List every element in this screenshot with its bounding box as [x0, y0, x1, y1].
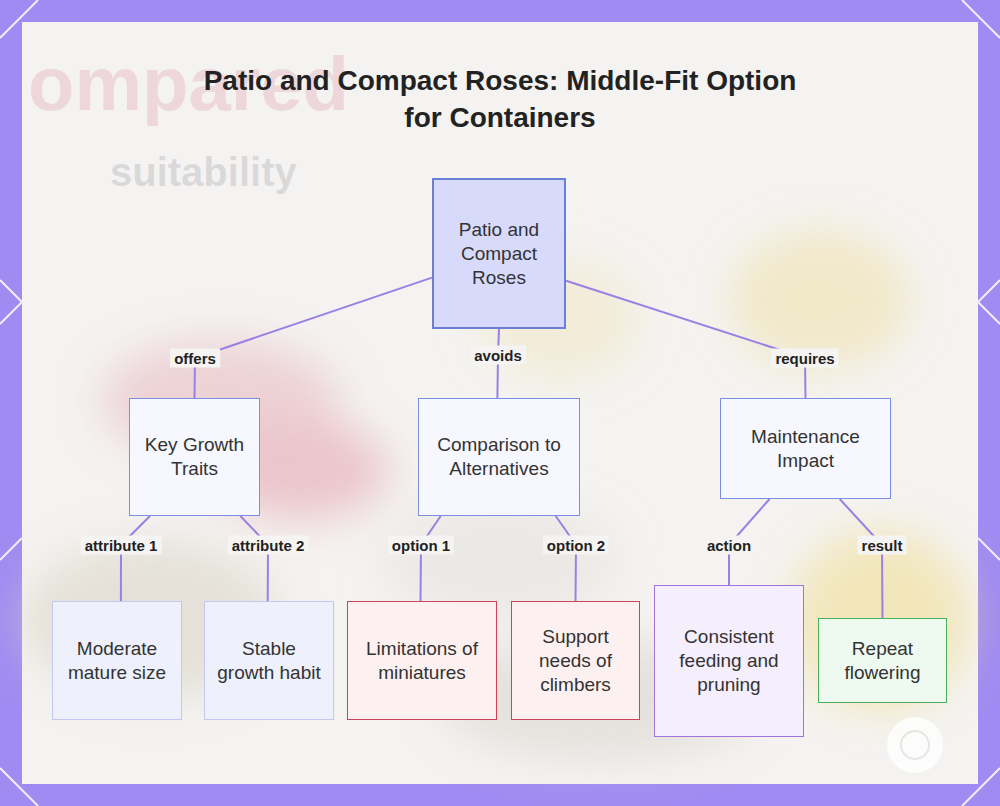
node-label: Moderate mature size [65, 637, 169, 685]
category-box: Maintenance Impact [720, 398, 891, 499]
trait-box: Moderate mature size [52, 601, 182, 720]
edge-label: attribute 1 [81, 536, 162, 555]
category-box: Comparison to Alternatives [418, 398, 580, 516]
connector-line [240, 516, 268, 601]
node-label: Comparison to Alternatives [431, 433, 567, 481]
edge-label: result [858, 536, 907, 555]
connector-line [556, 516, 576, 601]
connector-line [421, 516, 441, 601]
edge-label: action [703, 536, 755, 555]
action-box: Consistent feeding and pruning [654, 585, 804, 737]
category-box: Key Growth Traits [129, 398, 260, 516]
node-label: Support needs of climbers [524, 625, 627, 697]
connector-line [195, 278, 433, 398]
panel [22, 22, 978, 784]
node-label: Limitations of miniatures [360, 637, 484, 685]
edge-label: option 2 [543, 536, 609, 555]
node-label: Key Growth Traits [142, 433, 247, 481]
diagram-title: Patio and Compact Roses: Middle-Fit Opti… [190, 62, 810, 136]
edge-label: avoids [470, 346, 526, 365]
connector-line [840, 499, 883, 618]
edge-label: option 1 [388, 536, 454, 555]
root-box: Patio and Compact Roses [432, 178, 566, 329]
alternative-box: Support needs of climbers [511, 601, 640, 720]
edge-label: offers [170, 349, 220, 368]
node-label: Stable growth habit [217, 637, 321, 685]
node-label: Patio and Compact Roses [446, 218, 552, 290]
edge-label: attribute 2 [228, 536, 309, 555]
logo-watermark [887, 717, 943, 773]
alternative-box: Limitations of miniatures [347, 601, 497, 720]
trait-box: Stable growth habit [204, 601, 334, 720]
node-label: Maintenance Impact [733, 425, 878, 473]
node-label: Consistent feeding and pruning [667, 625, 791, 697]
edge-label: requires [771, 349, 838, 368]
result-box: Repeat flowering [818, 618, 947, 703]
connector-line [566, 281, 806, 398]
background-word: suitability [110, 150, 297, 195]
node-label: Repeat flowering [831, 637, 934, 685]
connector-line [121, 516, 150, 601]
